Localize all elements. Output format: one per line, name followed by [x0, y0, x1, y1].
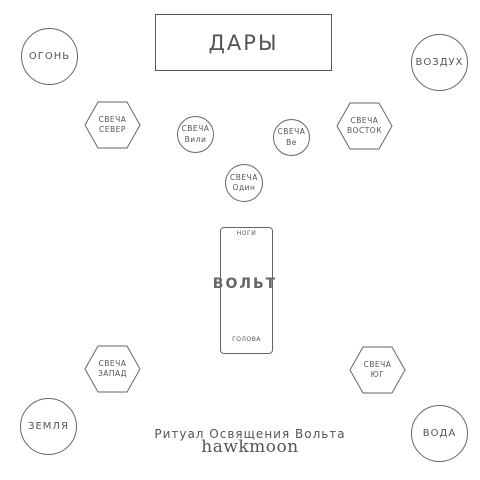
earth-label: ЗЕМЛЯ: [28, 421, 69, 432]
earth-circle: ЗЕМЛЯ: [20, 398, 77, 455]
candle-ve-line2: Ве: [286, 137, 297, 147]
hexagon-shape: [84, 345, 141, 393]
candle-south-line1: СВЕЧА: [363, 360, 392, 370]
volt-head-label: ГОЛОВА: [232, 336, 261, 343]
air-label: ВОЗДУХ: [415, 57, 464, 68]
candle-north: СВЕЧА СЕВЕР: [84, 101, 141, 149]
volt-box: [220, 227, 273, 354]
author-signature: hawkmoon: [201, 437, 299, 457]
candle-south-line2: ЮГ: [370, 370, 385, 379]
candle-east-line2: ВОСТОК: [346, 126, 383, 135]
candle-ve: СВЕЧА Ве: [273, 119, 310, 156]
candle-north-line1: СВЕЧА: [98, 115, 127, 125]
candle-west-line2: ЗАПАД: [97, 369, 128, 378]
gifts-box: ДАРЫ: [155, 14, 332, 71]
candle-east-line1: СВЕЧА: [350, 116, 379, 126]
candle-south: СВЕЧА ЮГ: [349, 346, 406, 394]
hexagon-shape: [349, 346, 406, 394]
hexagon-shape: [84, 101, 141, 149]
candle-vili-line1: СВЕЧА: [181, 124, 210, 134]
volt-feet-label: НОГИ: [236, 230, 257, 237]
fire-circle: ОГОНЬ: [21, 28, 78, 85]
candle-vili: СВЕЧА Вили: [177, 116, 214, 153]
candle-odin: СВЕЧА Один: [225, 164, 263, 202]
candle-vili-line2: Вили: [184, 134, 207, 144]
hexagon-shape: [336, 102, 393, 150]
candle-odin-line2: Один: [232, 183, 256, 192]
volt-name-label: ВОЛЬТ: [212, 276, 278, 292]
water-label: ВОДА: [422, 428, 457, 439]
candle-north-line2: СЕВЕР: [99, 125, 126, 134]
air-circle: ВОЗДУХ: [411, 34, 468, 91]
gifts-label: ДАРЫ: [208, 30, 279, 55]
ritual-title: Ритуал Освящения Вольта: [154, 427, 346, 441]
candle-ve-line1: СВЕЧА: [277, 127, 306, 137]
candle-odin-line1: СВЕЧА: [230, 172, 258, 182]
candle-west: СВЕЧА ЗАПАД: [84, 345, 141, 393]
fire-label: ОГОНЬ: [28, 51, 71, 62]
water-circle: ВОДА: [411, 405, 468, 462]
candle-east: СВЕЧА ВОСТОК: [336, 102, 393, 150]
candle-west-line1: СВЕЧА: [98, 359, 127, 369]
